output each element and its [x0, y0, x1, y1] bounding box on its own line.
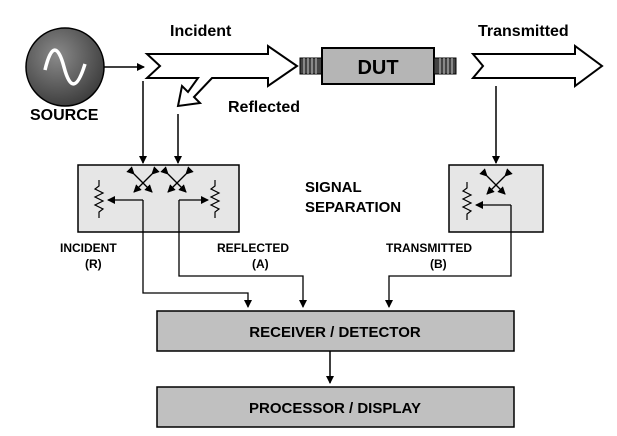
reflected-label: Reflected — [228, 99, 300, 116]
incident-port-id: (R) — [85, 257, 102, 271]
reflected-port-label: REFLECTED — [217, 241, 289, 255]
reflected-port-id: (A) — [252, 257, 269, 271]
sine-wave-icon — [43, 48, 87, 86]
dut-connector-right — [433, 57, 457, 75]
dut-label: DUT — [357, 57, 398, 79]
dut-block — [299, 47, 457, 85]
source-label: SOURCE — [30, 107, 99, 124]
dut-connector-left — [299, 57, 323, 75]
receiver-detector-box — [156, 310, 515, 352]
dut-box — [321, 47, 435, 85]
incident-port-label: INCIDENT — [60, 241, 117, 255]
transmitted-port-label: TRANSMITTED — [386, 241, 472, 255]
incident-reflected-arrow — [144, 44, 299, 108]
transmitted-arrow — [470, 44, 604, 88]
source-block — [25, 27, 105, 107]
signal-separation-label-2: SEPARATION — [305, 199, 401, 216]
transmitted-port-id: (B) — [430, 257, 447, 271]
signal-separation-label-1: SIGNAL — [305, 179, 362, 196]
processor-display-label: PROCESSOR / DISPLAY — [249, 400, 421, 417]
detector-feed-lines — [107, 196, 512, 308]
termination-resistor-icons — [93, 180, 473, 220]
receiver-detector-label: RECEIVER / DETECTOR — [249, 324, 421, 341]
transmitted-label: Transmitted — [478, 23, 569, 40]
processor-display-box — [156, 386, 515, 428]
incident-label: Incident — [170, 23, 232, 40]
coupler-x-icons — [126, 166, 513, 195]
